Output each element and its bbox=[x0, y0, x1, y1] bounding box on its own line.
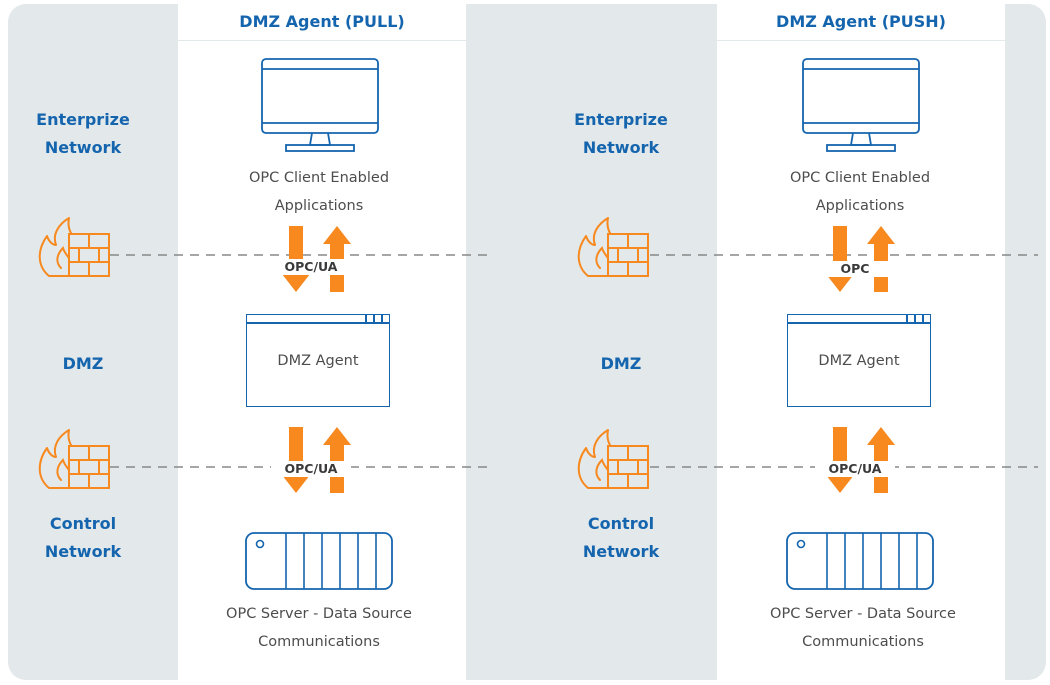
pull-client-caption: OPC Client Enabled Applications bbox=[189, 164, 449, 220]
pull-client-caption-line2: Applications bbox=[274, 198, 364, 214]
push-lower-arrow-up-icon bbox=[867, 427, 895, 493]
push-title-divider bbox=[717, 40, 1005, 41]
push-client-caption-line2: Applications bbox=[815, 198, 905, 214]
push-control-line1: Control bbox=[587, 514, 655, 533]
pull-control-line2: Network bbox=[44, 542, 122, 561]
pull-control-network-label: Control Network bbox=[8, 510, 168, 566]
push-opc-server-icon bbox=[786, 532, 934, 590]
push-upper-arrow-up-icon bbox=[867, 226, 895, 292]
pull-opc-server-icon bbox=[245, 532, 393, 590]
pull-upper-firewall-icon bbox=[38, 217, 110, 277]
push-lower-protocol-label: OPC/UA bbox=[815, 461, 895, 477]
pull-server-caption-line2: Communications bbox=[258, 634, 380, 650]
pull-server-caption-line1: OPC Server - Data Source bbox=[226, 606, 412, 622]
push-upper-arrow-down-icon bbox=[826, 226, 854, 292]
push-server-caption-line1: OPC Server - Data Source bbox=[770, 606, 956, 622]
pull-enterprise-line1: Enterprize bbox=[36, 110, 130, 129]
pull-dmz-agent-label: DMZ Agent bbox=[277, 353, 359, 369]
pull-title-divider bbox=[178, 40, 466, 41]
push-control-line2: Network bbox=[582, 542, 660, 561]
push-upper-firewall-icon bbox=[577, 217, 649, 277]
push-enterprise-line2: Network bbox=[582, 138, 660, 157]
pull-lower-firewall-icon bbox=[38, 429, 110, 489]
diagram-frame: DMZ Agent (PULL) DMZ Agent (PUSH) Enterp… bbox=[8, 4, 1046, 680]
pull-dmz-agent-window-icon: DMZ Agent bbox=[246, 314, 390, 407]
push-upper-protocol-label: OPC bbox=[815, 261, 895, 277]
pull-client-caption-line1: OPC Client Enabled bbox=[248, 170, 390, 186]
push-server-caption-line2: Communications bbox=[802, 634, 924, 650]
push-control-network-label: Control Network bbox=[536, 510, 706, 566]
push-lower-arrow-down-icon bbox=[826, 427, 854, 493]
push-enterprise-network-label: Enterprize Network bbox=[536, 106, 706, 162]
pull-lower-protocol-label: OPC/UA bbox=[271, 461, 351, 477]
push-dmz-label: DMZ bbox=[600, 354, 642, 373]
push-server-caption: OPC Server - Data Source Communications bbox=[733, 600, 993, 656]
pull-dmz-label: DMZ bbox=[62, 354, 104, 373]
pull-lower-arrow-up-icon bbox=[323, 427, 351, 493]
push-client-monitor-icon bbox=[802, 58, 920, 152]
push-dmz-agent-window-icon: DMZ Agent bbox=[787, 314, 931, 407]
pull-title: DMZ Agent (PULL) bbox=[239, 12, 405, 31]
pull-server-caption: OPC Server - Data Source Communications bbox=[189, 600, 449, 656]
pull-enterprise-network-label: Enterprize Network bbox=[8, 106, 168, 162]
pull-upper-protocol-label: OPC/UA bbox=[271, 259, 351, 275]
pull-enterprise-line2: Network bbox=[44, 138, 122, 157]
push-client-caption-line1: OPC Client Enabled bbox=[789, 170, 931, 186]
push-client-caption: OPC Client Enabled Applications bbox=[730, 164, 990, 220]
push-enterprise-line1: Enterprize bbox=[574, 110, 668, 129]
push-lower-firewall-icon bbox=[577, 429, 649, 489]
push-dmz-agent-label: DMZ Agent bbox=[818, 353, 900, 369]
push-title: DMZ Agent (PUSH) bbox=[776, 12, 946, 31]
pull-lower-arrow-down-icon bbox=[282, 427, 310, 493]
pull-client-monitor-icon bbox=[261, 58, 379, 152]
pull-control-line1: Control bbox=[49, 514, 117, 533]
